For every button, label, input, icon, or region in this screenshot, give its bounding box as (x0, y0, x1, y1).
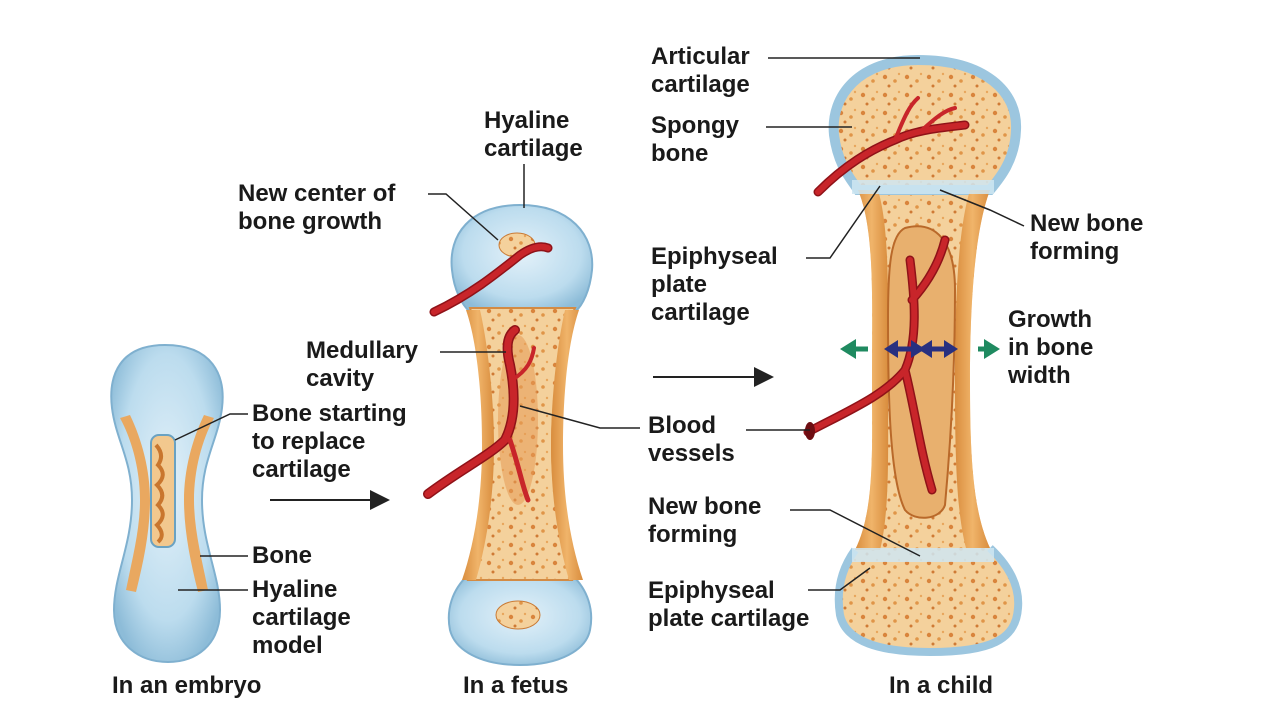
embryo-bone-collar-right (184, 415, 214, 592)
caption-fetus: In a fetus (463, 672, 569, 699)
label-hyaline-cartilage: Hyaline cartilage (484, 107, 583, 162)
growth-width-arrows (840, 339, 1000, 359)
label-medullary-cavity: Medullary cavity (306, 337, 419, 392)
fetus-secondary-center-bottom (495, 600, 541, 630)
label-blood-vessels: Blood vessels (648, 412, 735, 467)
label-epiphyseal-plate-bottom: Epiphyseal plate cartilage (648, 577, 810, 632)
caption-child: In a child (889, 672, 994, 699)
label-growth-width: Growth in bone width (1008, 306, 1094, 389)
child-epiphyseal-plate-bottom (852, 548, 994, 562)
leader-lines (174, 57, 1025, 591)
child-epiphyseal-plate-top (852, 180, 994, 194)
label-new-bone-forming-right: New bone forming (1030, 210, 1144, 265)
label-new-center: New center of bone growth (238, 180, 396, 235)
label-epiphyseal-plate-top: Epiphyseal plate cartilage (651, 243, 778, 326)
label-articular-cartilage: Articular cartilage (651, 43, 750, 98)
fetus-bone (423, 203, 594, 667)
label-spongy-bone: Spongy bone (651, 112, 739, 167)
embryo-bone-collar (120, 415, 150, 592)
label-bone: Bone (252, 542, 312, 569)
caption-embryo: In an embryo (112, 672, 262, 699)
label-hyaline-model: Hyaline cartilage model (252, 576, 351, 659)
child-medullary-cavity (886, 225, 957, 519)
embryo-bone-model (110, 343, 224, 664)
label-bone-starting: Bone starting to replace cartilage (252, 400, 407, 483)
child-bone (803, 54, 1023, 657)
label-new-bone-forming-lower: New bone forming (648, 493, 762, 548)
